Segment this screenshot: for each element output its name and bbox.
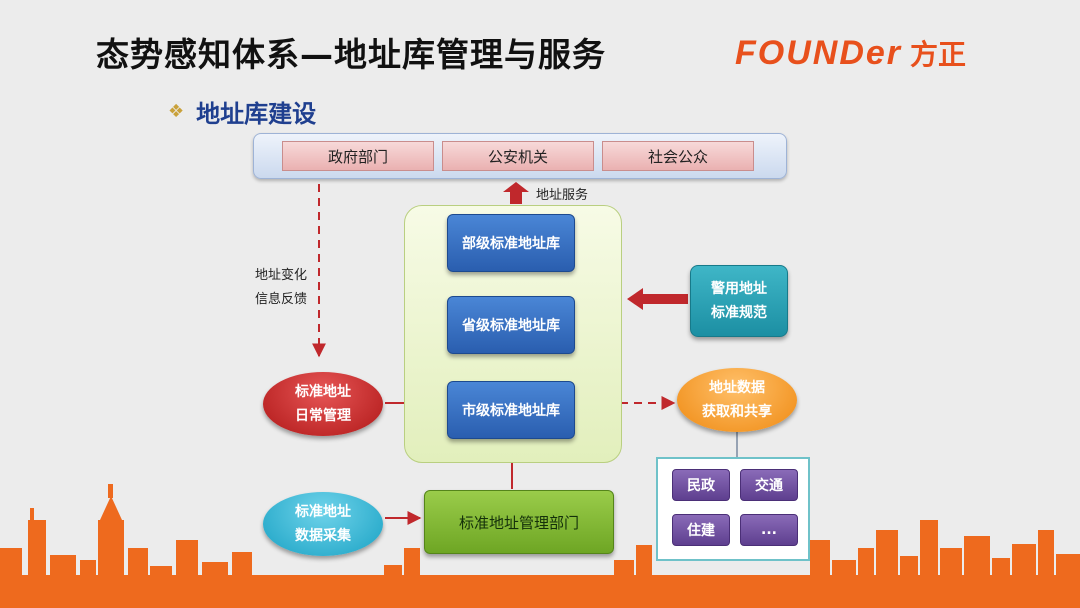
service-label: 地址服务 <box>536 188 589 203</box>
box-public: 社会公众 <box>602 141 754 171</box>
daily-mgmt-line-1: 标准地址 <box>295 384 351 400</box>
police-standard-line-2: 标准规范 <box>711 305 767 321</box>
logo-cn: 方正 <box>910 39 967 70</box>
page-title: 态势感知体系—地址库管理与服务 <box>96 35 606 74</box>
daily-mgmt-line-2: 日常管理 <box>295 408 351 424</box>
feedback-label: 地址变化 信息反馈 <box>255 264 307 312</box>
left-arrow-standard <box>627 288 688 310</box>
skyline-decoration <box>0 484 1080 608</box>
logo-word: FOUNDer <box>735 33 903 72</box>
data-share-line-1: 地址数据 <box>709 380 765 396</box>
source-civil-affairs: 民政 <box>672 469 730 501</box>
feedback-line-2: 信息反馈 <box>255 292 308 307</box>
data-collect-line-1: 标准地址 <box>295 504 351 520</box>
section-subtitle: ❖ 地址库建设 <box>168 94 316 129</box>
box-government: 政府部门 <box>282 141 434 171</box>
province-db-box: 省级标准地址库 <box>447 296 575 354</box>
subtitle-text: 地址库建设 <box>196 100 317 128</box>
city-db-box: 市级标准地址库 <box>447 381 575 439</box>
police-standard-box: 警用地址 标准规范 <box>690 265 788 337</box>
source-housing: 住建 <box>672 514 730 546</box>
daily-mgmt-ellipse: 标准地址 日常管理 <box>263 372 383 436</box>
feedback-line-1: 地址变化 <box>255 268 308 283</box>
source-more: ... <box>740 514 798 546</box>
data-collect-ellipse: 标准地址 数据采集 <box>263 492 383 556</box>
mgmt-dept-box: 标准地址管理部门 <box>424 490 614 554</box>
police-standard-line-1: 警用地址 <box>711 281 767 297</box>
founder-logo: FOUNDer 方正 <box>735 33 966 73</box>
ministry-db-box: 部级标准地址库 <box>447 214 575 272</box>
data-share-line-2: 获取和共享 <box>702 404 772 420</box>
data-share-ellipse: 地址数据 获取和共享 <box>677 368 797 432</box>
source-transport: 交通 <box>740 469 798 501</box>
box-police: 公安机关 <box>442 141 594 171</box>
up-arrow-service <box>503 182 529 204</box>
data-collect-line-2: 数据采集 <box>295 528 351 544</box>
diamond-bullet-icon: ❖ <box>168 101 185 122</box>
